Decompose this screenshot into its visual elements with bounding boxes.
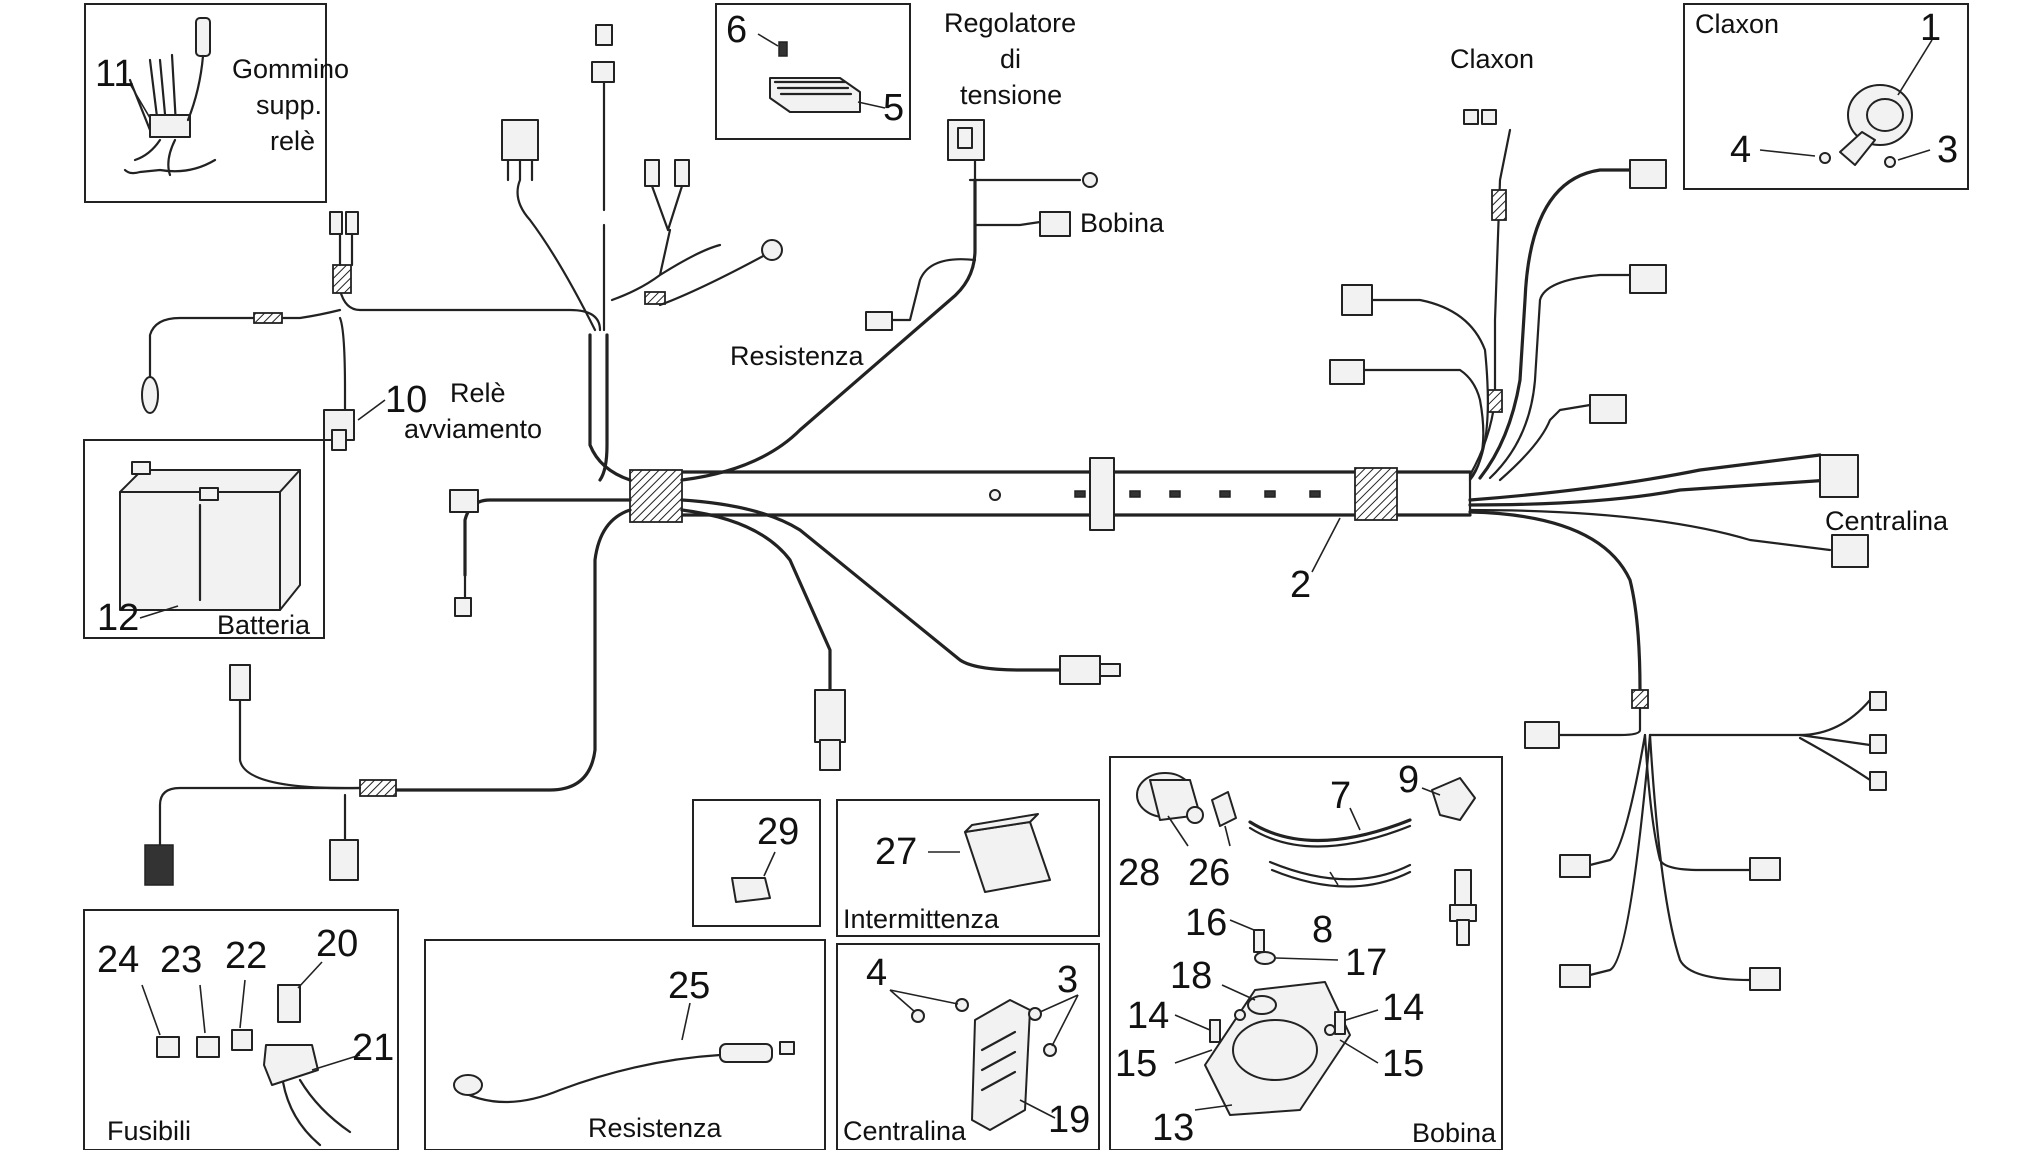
label-centralina-box: Centralina xyxy=(843,1116,967,1146)
label-claxon-box: Claxon xyxy=(1695,9,1779,39)
callout-22: 22 xyxy=(225,935,267,977)
inset-intermittenza: 27 Intermittenza xyxy=(836,799,1100,937)
label-resistenza-box: Resistenza xyxy=(588,1113,723,1143)
inset-centralina: 4 3 19 Centralina xyxy=(836,943,1100,1150)
callout-14b: 14 xyxy=(1382,987,1424,1029)
inset-fusibili: 24 23 22 20 21 Fusibili xyxy=(83,909,399,1150)
inset-batteria: 12 Batteria xyxy=(83,439,325,640)
callout-3a: 3 xyxy=(1937,129,1958,171)
callout-4a: 4 xyxy=(1730,129,1751,171)
label-batteria: Batteria xyxy=(217,610,311,640)
callout-6: 6 xyxy=(726,9,747,51)
callout-2: 2 xyxy=(1290,564,1311,606)
callout-12: 12 xyxy=(97,597,139,639)
main-harness: 2 10 Relè avviamento xyxy=(141,8,1949,991)
callout-9: 9 xyxy=(1398,759,1419,801)
callout-3b: 3 xyxy=(1057,959,1078,1001)
callout-21: 21 xyxy=(352,1027,394,1069)
callout-28: 28 xyxy=(1118,852,1160,894)
inset-bobina: 7 9 28 26 8 16 17 18 14 14 15 15 13 Bobi… xyxy=(1109,756,1503,1150)
label-rele: Relè xyxy=(450,378,506,408)
label-supp: supp. xyxy=(256,90,322,120)
callout-15a: 15 xyxy=(1115,1043,1157,1085)
inset-rele-29: 29 xyxy=(692,799,821,927)
label-bobina-wire: Bobina xyxy=(1080,208,1165,238)
label-claxon-wire: Claxon xyxy=(1450,44,1534,74)
label-tensione: tensione xyxy=(960,80,1062,110)
callout-15b: 15 xyxy=(1382,1043,1424,1085)
label-regolatore: Regolatore xyxy=(944,8,1076,38)
callout-26: 26 xyxy=(1188,852,1230,894)
callout-29: 29 xyxy=(757,811,799,853)
callout-8: 8 xyxy=(1312,909,1333,951)
callout-7: 7 xyxy=(1330,775,1351,817)
label-centralina-wire: Centralina xyxy=(1825,506,1949,536)
callout-24: 24 xyxy=(97,939,139,981)
inset-gommino-supp-rele: 11 Gommino supp. relè xyxy=(84,3,349,203)
callout-17: 17 xyxy=(1345,942,1387,984)
callout-27: 27 xyxy=(875,831,917,873)
callout-18: 18 xyxy=(1170,955,1212,997)
callout-25: 25 xyxy=(668,965,710,1007)
callout-1: 1 xyxy=(1920,7,1941,49)
trunk-dashes xyxy=(1074,490,1321,498)
label-avviamento: avviamento xyxy=(404,414,542,444)
callout-10: 10 xyxy=(385,379,427,421)
label-fusibili: Fusibili xyxy=(107,1116,191,1146)
callout-14a: 14 xyxy=(1127,995,1169,1037)
callout-23: 23 xyxy=(160,939,202,981)
inset-regolatore-part: 6 5 xyxy=(715,3,911,140)
callout-19: 19 xyxy=(1048,1099,1090,1141)
label-resistenza-wire: Resistenza xyxy=(730,341,865,371)
callout-5: 5 xyxy=(883,87,904,129)
label-gommino: Gommino xyxy=(232,54,349,84)
callout-20: 20 xyxy=(316,923,358,965)
label-rele: relè xyxy=(270,126,315,156)
callout-4b: 4 xyxy=(866,952,887,994)
callout-13: 13 xyxy=(1152,1107,1194,1149)
label-bobina-box: Bobina xyxy=(1412,1118,1497,1148)
callout-11: 11 xyxy=(95,53,134,95)
inset-claxon: Claxon 1 4 3 xyxy=(1683,3,1969,190)
label-di: di xyxy=(1000,44,1021,74)
callout-16: 16 xyxy=(1185,902,1227,944)
inset-resistenza: 25 Resistenza xyxy=(424,939,826,1150)
label-intermittenza: Intermittenza xyxy=(843,904,1000,934)
